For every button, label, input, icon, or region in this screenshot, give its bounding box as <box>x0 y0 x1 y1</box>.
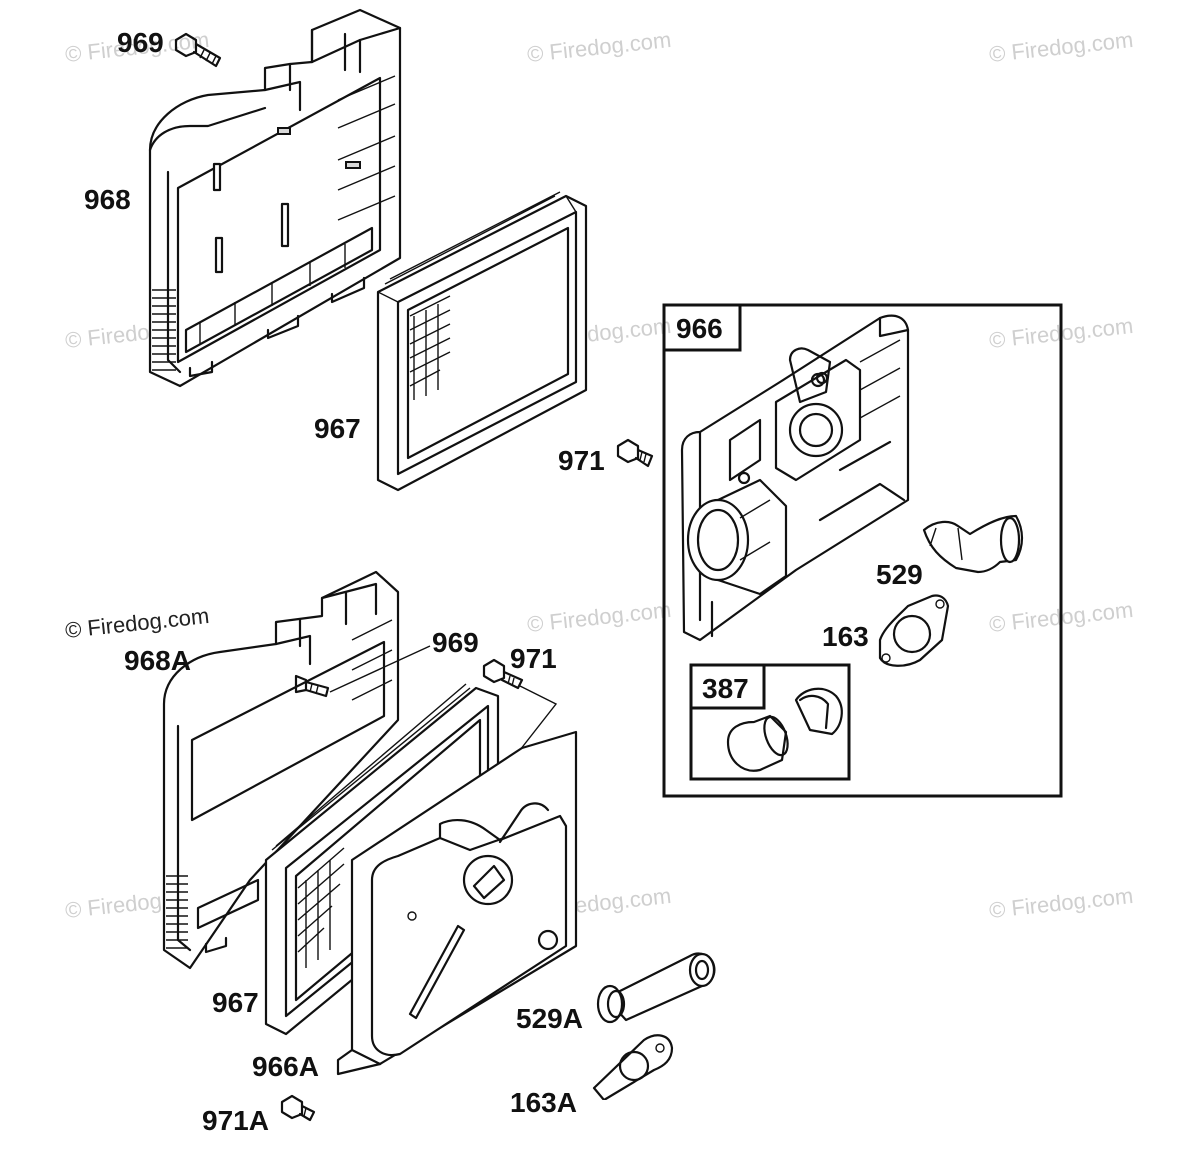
label-529: 529 <box>876 559 923 590</box>
label-967-top: 967 <box>314 413 361 444</box>
kit-966-box <box>662 303 1063 798</box>
part-968-base <box>148 8 402 388</box>
watermark-text: © Firedog.com <box>526 597 672 637</box>
kit-387-box <box>689 663 851 781</box>
hatched-wall-low <box>166 875 188 949</box>
part-529A-tube <box>596 952 716 1024</box>
watermark-text: © Firedog.com <box>988 27 1134 67</box>
bolt-969-top <box>174 32 222 68</box>
part-163-gasket <box>878 594 950 667</box>
watermark-text-dark: © Firedog.com <box>64 603 210 643</box>
label-969-top: 969 <box>117 27 164 58</box>
label-966: 966 <box>676 313 723 344</box>
label-163A: 163A <box>510 1087 577 1118</box>
part-967-filter-top <box>376 191 588 492</box>
bolt-969-low <box>294 674 330 698</box>
label-967-low: 967 <box>212 987 259 1018</box>
watermark-text: © Firedog.com <box>526 27 672 67</box>
hatched-wall <box>152 289 176 371</box>
watermark-text: © Firedog.com <box>988 883 1134 923</box>
part-387-parts <box>726 687 843 772</box>
bolt-971-mid <box>616 438 654 468</box>
label-971-low: 971 <box>510 643 557 674</box>
bolt-971A <box>280 1094 316 1122</box>
label-966A: 966A <box>252 1051 319 1082</box>
part-966A-cover <box>336 730 578 1076</box>
label-968: 968 <box>84 184 131 215</box>
part-529-elbow <box>922 514 1024 574</box>
label-387: 387 <box>702 673 749 704</box>
part-labels: 969 968 967 971 966 529 163 387 968A 969… <box>84 27 923 1136</box>
crop-mask <box>500 1100 1180 1151</box>
label-163: 163 <box>822 621 869 652</box>
filter-mesh <box>409 295 451 400</box>
label-968A: 968A <box>124 645 191 676</box>
label-971A: 971A <box>202 1105 269 1136</box>
label-969-low: 969 <box>432 627 479 658</box>
part-968A-base <box>162 570 400 970</box>
part-966-body <box>680 314 910 642</box>
bolt-971-low <box>482 658 524 690</box>
label-529A: 529A <box>516 1003 583 1034</box>
leader-lines <box>329 645 558 751</box>
filter-mesh-low <box>297 847 345 968</box>
label-971-mid: 971 <box>558 445 605 476</box>
part-163A-gasket <box>592 1034 674 1102</box>
